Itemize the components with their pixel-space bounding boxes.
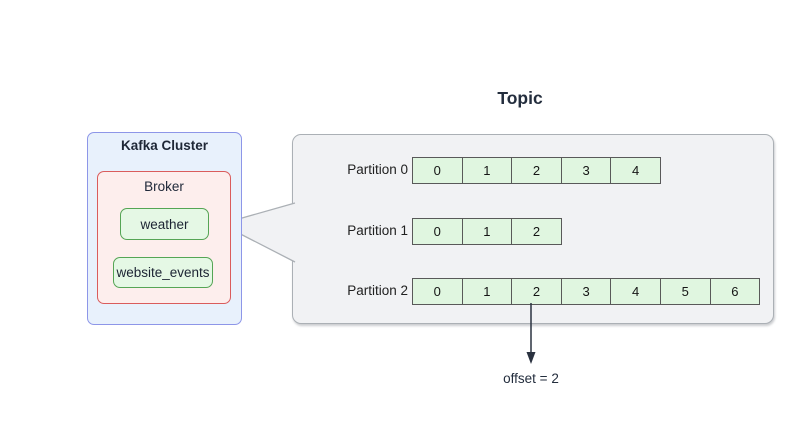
- offset-cell: 4: [611, 279, 661, 304]
- partition-0-label: Partition 0: [347, 162, 408, 177]
- offset-cell: 3: [561, 158, 612, 183]
- offset-cell: 3: [561, 279, 612, 304]
- offset-cell: 1: [462, 219, 513, 244]
- topic-chip-weather-label: weather: [140, 216, 189, 232]
- partition-0-cells: 0 1 2 3 4: [412, 157, 661, 184]
- topic-chip-weather: weather: [120, 208, 209, 240]
- offset-cell: 0: [413, 219, 463, 244]
- partition-1-label: Partition 1: [347, 223, 408, 238]
- broker-title: Broker: [144, 179, 184, 194]
- offset-cell: 0: [413, 158, 463, 183]
- offset-cell: 2: [512, 219, 561, 244]
- offset-cell: 0: [413, 279, 463, 304]
- offset-cell: 1: [462, 158, 513, 183]
- offset-annotation: offset = 2: [503, 371, 559, 386]
- partition-2-cells: 0 1 2 3 4 5 6: [412, 278, 761, 305]
- offset-cell: 5: [660, 279, 711, 304]
- topic-chip-website-events-label: website_events: [116, 265, 210, 280]
- partition-2-label: Partition 2: [347, 283, 408, 298]
- offset-cell: 1: [462, 279, 513, 304]
- topic-chip-website-events: website_events: [113, 257, 213, 288]
- kafka-cluster-title: Kafka Cluster: [120, 138, 209, 153]
- offset-pointer-arrow-icon: [526, 303, 536, 364]
- offset-cell: 2: [512, 158, 562, 183]
- partition-1-cells: 0 1 2: [412, 218, 562, 245]
- offset-cell: 4: [611, 158, 660, 183]
- offset-cell: 2: [512, 279, 562, 304]
- topic-title: Topic: [497, 88, 543, 108]
- offset-cell: 6: [710, 279, 760, 304]
